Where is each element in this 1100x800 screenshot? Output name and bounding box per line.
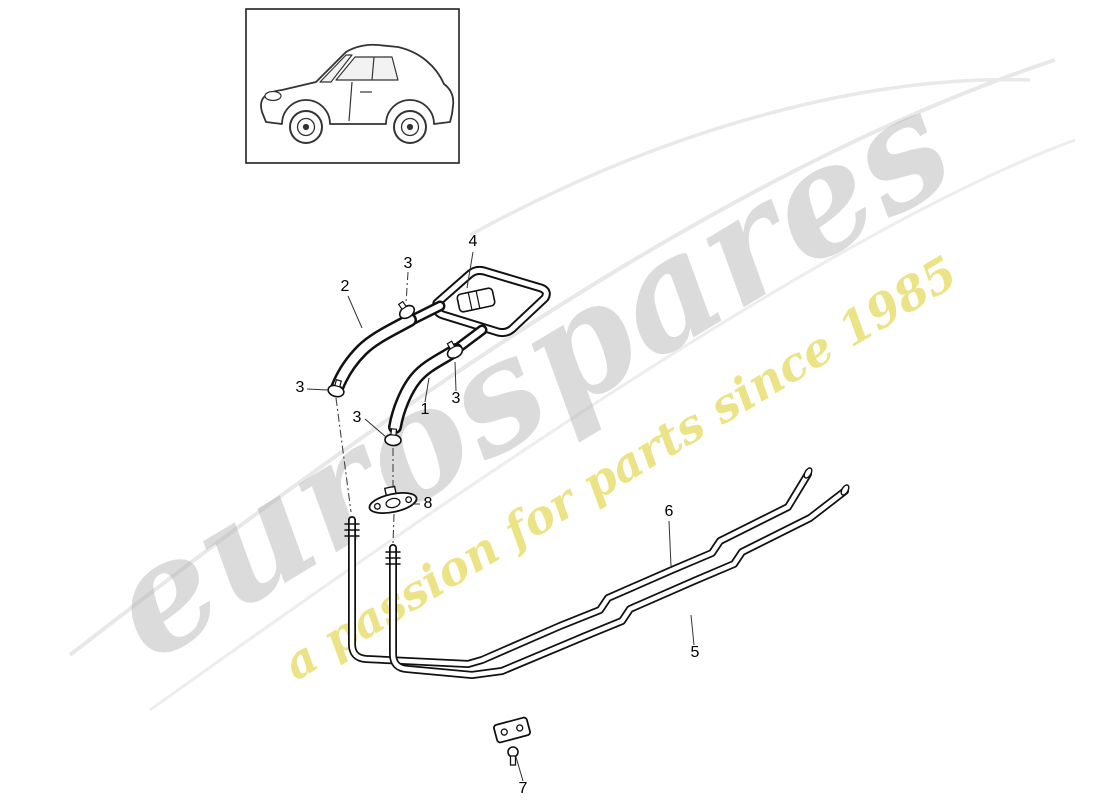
hose-clamp-3-mid bbox=[384, 428, 402, 447]
coolant-pipe-6 bbox=[344, 467, 813, 668]
connector-7 bbox=[493, 716, 531, 766]
hose-clamp-3-left bbox=[327, 378, 345, 398]
heater-hose-1 bbox=[388, 343, 463, 434]
hose-clamp-3-right bbox=[446, 340, 464, 360]
heater-hose-2 bbox=[330, 313, 417, 395]
coolant-pipe-5 bbox=[385, 484, 850, 679]
flange-8 bbox=[368, 485, 418, 515]
assembly-axis-lines bbox=[335, 271, 409, 545]
supply-pipe-loop-4 bbox=[404, 265, 551, 354]
hose-clamp-3-top bbox=[397, 300, 416, 320]
callout-leader-lines bbox=[306, 251, 695, 782]
porsche-coupe-side-view-icon bbox=[260, 43, 455, 144]
